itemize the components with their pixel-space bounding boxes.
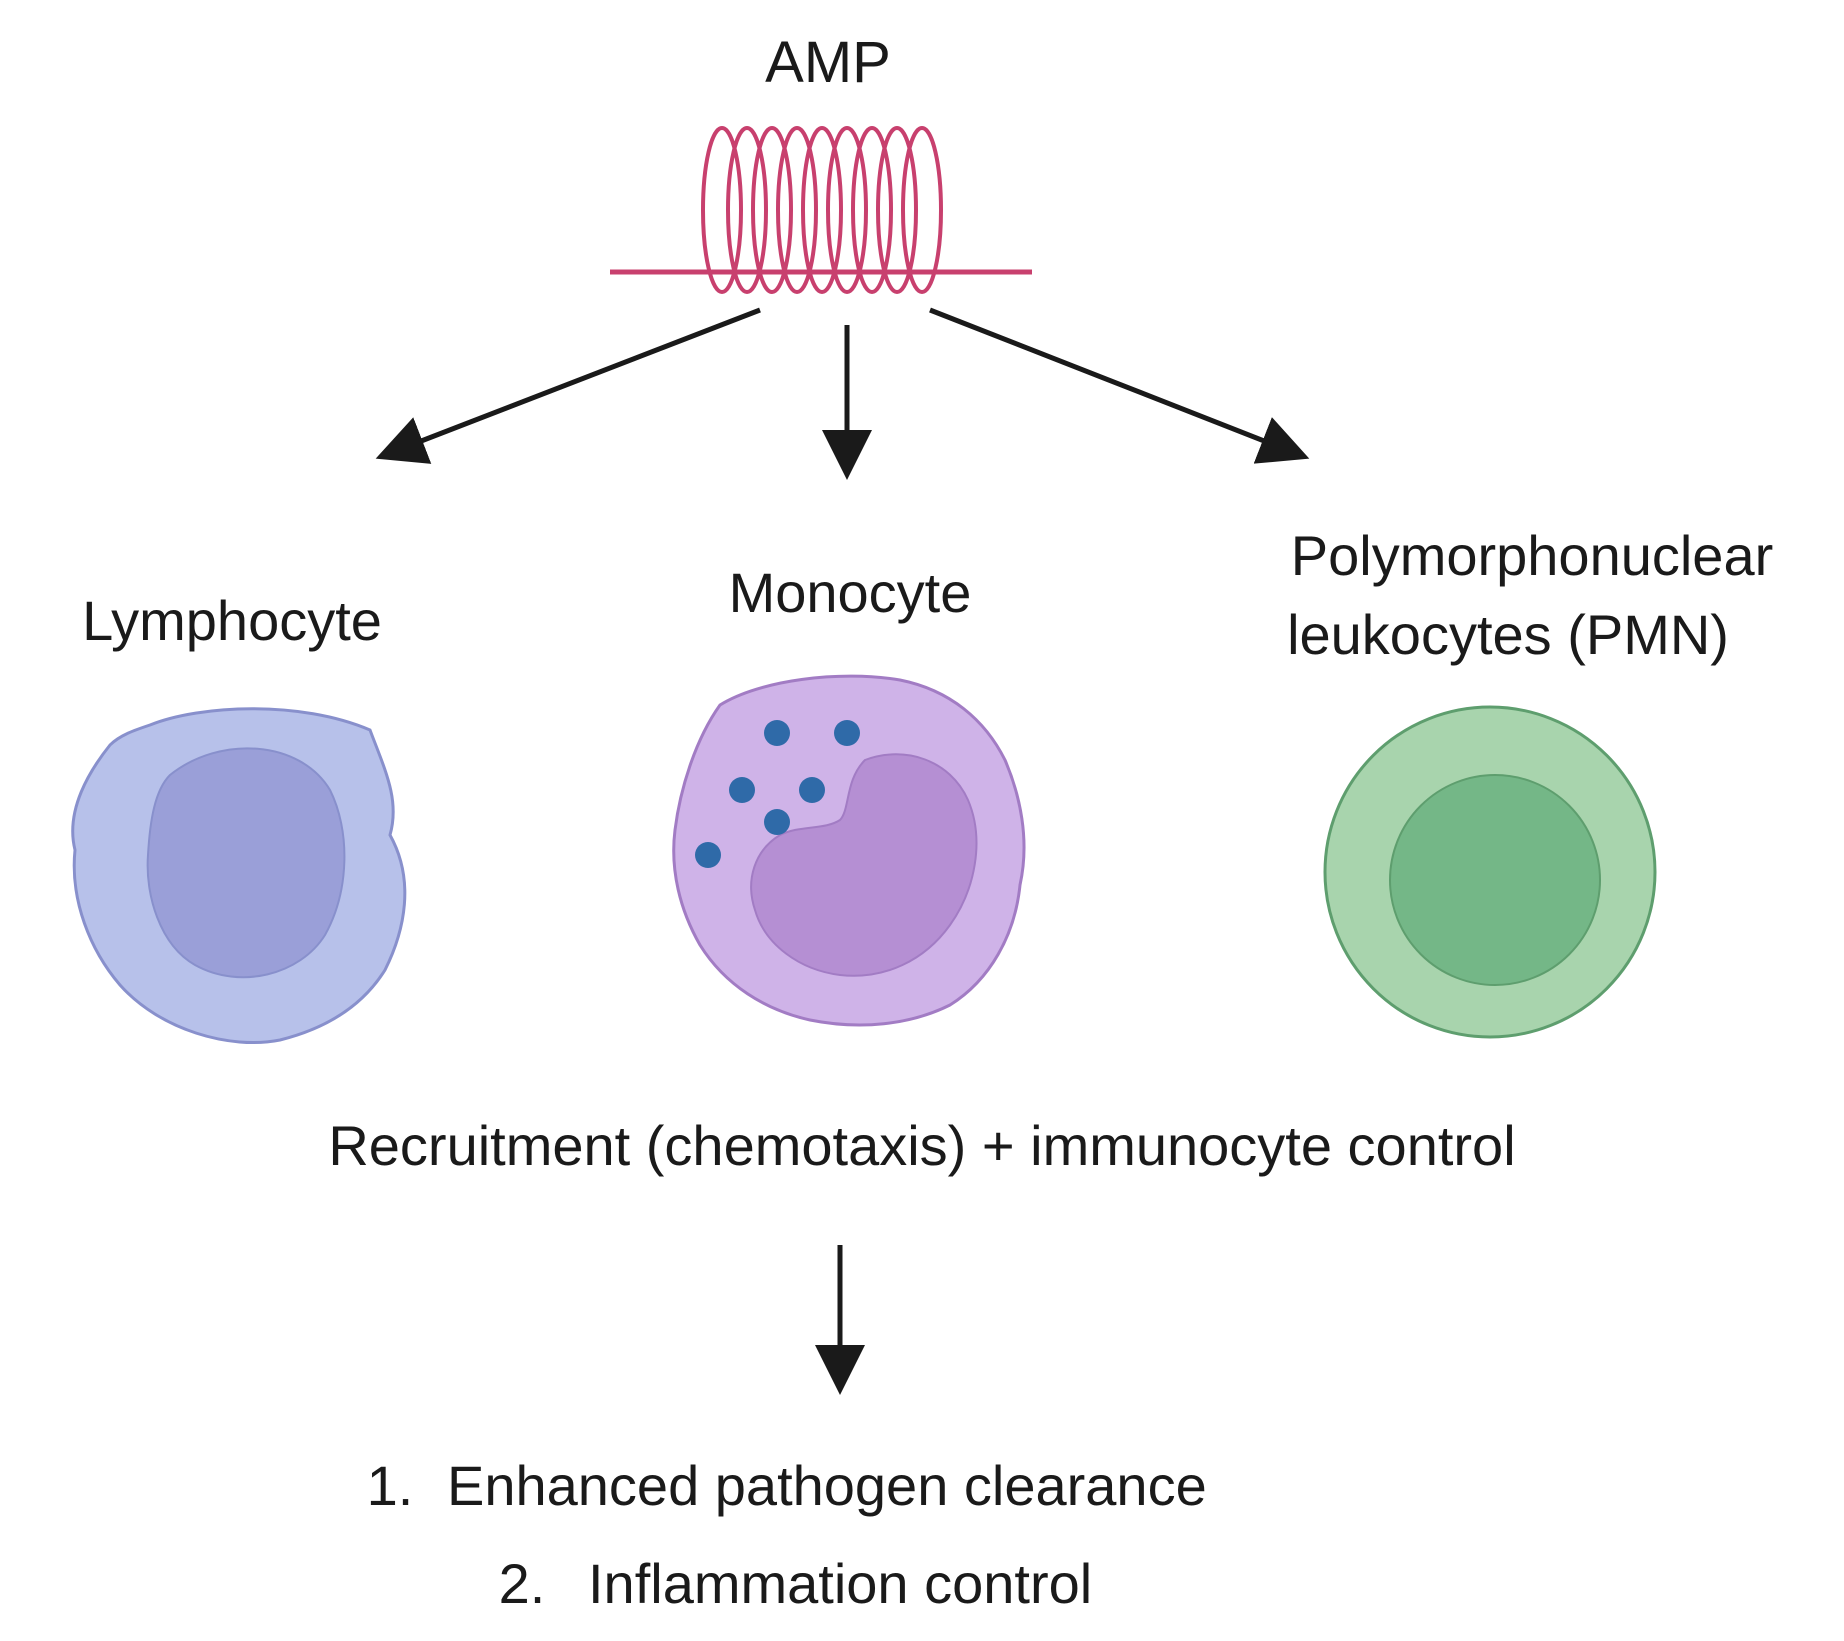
amp-helix-loop xyxy=(826,126,868,294)
amp-helix-loop xyxy=(901,126,943,294)
monocyte-nucleus xyxy=(750,753,978,977)
amp-helix-loop xyxy=(776,126,818,294)
amp-helix-loop xyxy=(851,126,893,294)
amp-helix-icon xyxy=(610,126,1032,294)
outcome-2-text: Inflammation control xyxy=(588,1552,1092,1615)
amp-helix-loop xyxy=(751,126,793,294)
lymphocyte-label: Lymphocyte xyxy=(82,589,382,652)
monocyte-granule xyxy=(764,809,790,835)
monocyte-granule xyxy=(834,720,860,746)
pmn-label-line2: leukocytes (PMN) xyxy=(1287,603,1729,666)
outcome-1-text: Enhanced pathogen clearance xyxy=(447,1454,1207,1517)
amp-label: AMP xyxy=(765,30,891,95)
amp-helix-loop xyxy=(876,126,918,294)
lymphocyte-cell-icon xyxy=(71,707,407,1044)
lymphocyte-nucleus xyxy=(146,747,346,979)
arrow-to-lymphocyte xyxy=(375,307,761,464)
amp-helix-loop xyxy=(701,126,743,294)
monocyte-granule xyxy=(764,720,790,746)
amp-helix-loop xyxy=(726,126,768,294)
monocyte-granule xyxy=(729,777,755,803)
amp-helix-loop xyxy=(801,126,843,294)
pmn-label-line1: Polymorphonuclear xyxy=(1291,524,1773,587)
pmn-cell-icon xyxy=(1323,705,1657,1039)
arrow-to-pmn xyxy=(929,307,1310,464)
effect-label: Recruitment (chemotaxis) + immunocyte co… xyxy=(328,1114,1515,1177)
outcome-1-number: 1. xyxy=(367,1454,414,1517)
monocyte-granule xyxy=(799,777,825,803)
monocyte-granules xyxy=(695,720,860,868)
monocyte-granule xyxy=(695,842,721,868)
pmn-nucleus xyxy=(1389,774,1601,986)
outcome-2-number: 2. xyxy=(499,1552,546,1615)
monocyte-cell-icon xyxy=(672,674,1026,1027)
monocyte-label: Monocyte xyxy=(729,561,972,624)
